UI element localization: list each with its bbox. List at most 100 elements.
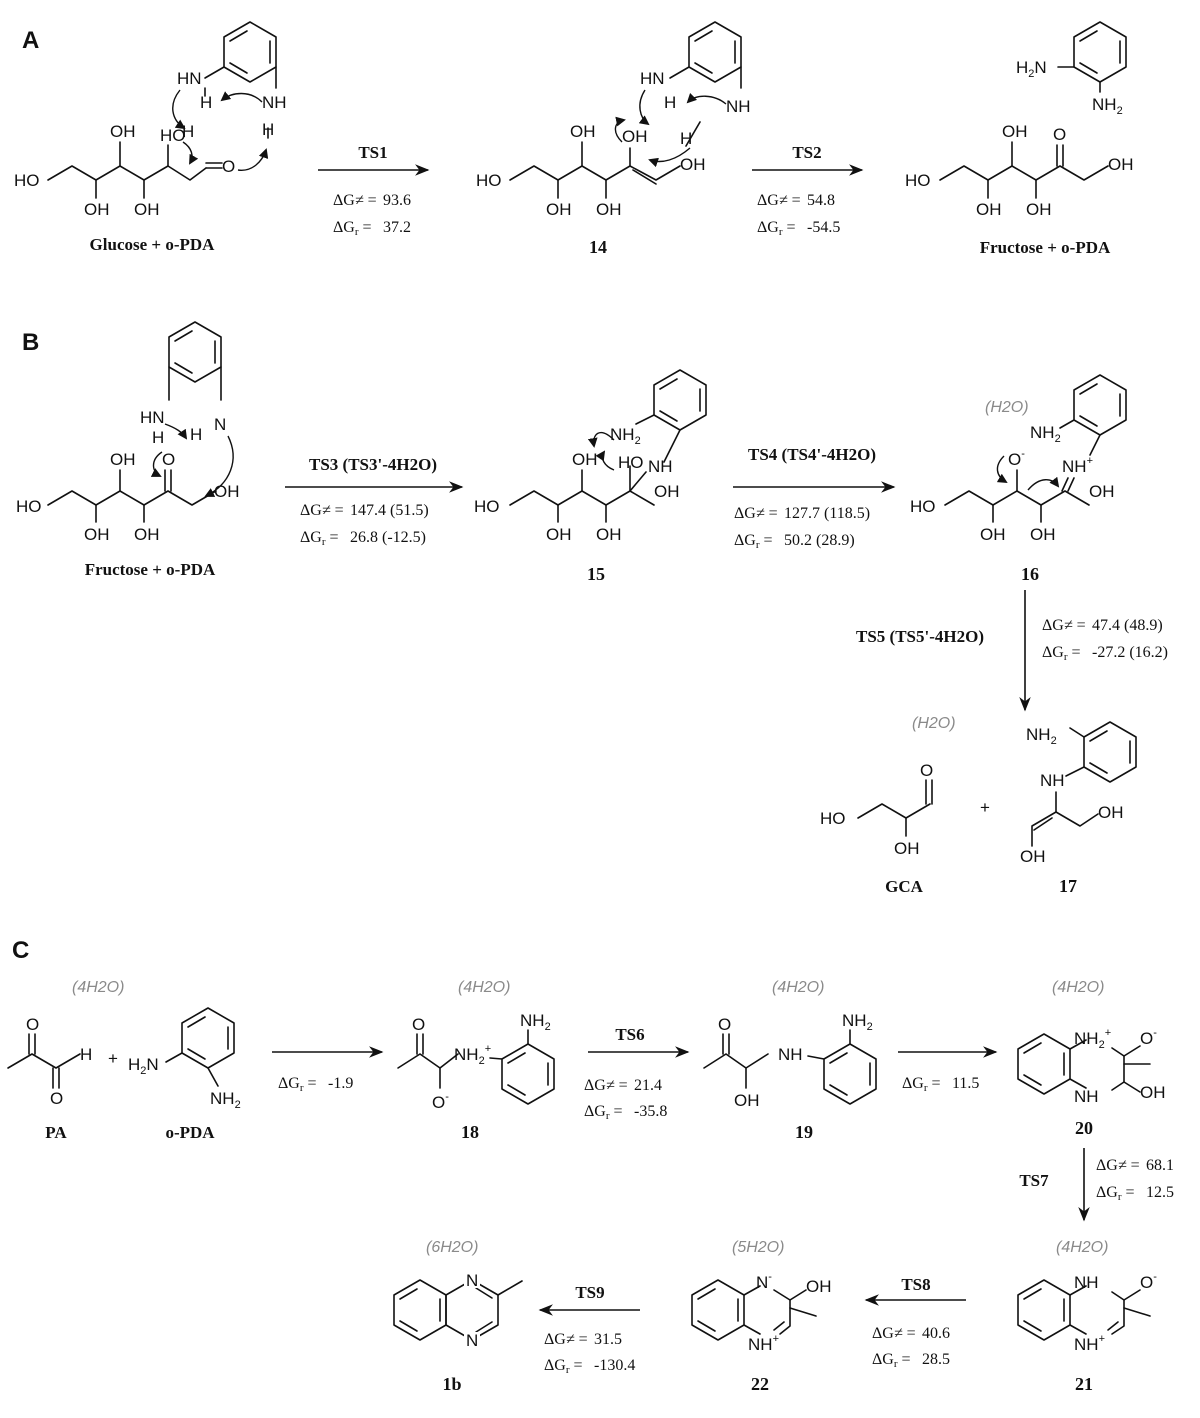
compound-15-label: 15 bbox=[587, 564, 605, 584]
svg-text:OH: OH bbox=[84, 525, 110, 544]
svg-text:NH2: NH2 bbox=[1030, 423, 1061, 445]
compound-17-label: 17 bbox=[1059, 876, 1077, 896]
svg-text:HO: HO bbox=[16, 497, 42, 516]
svg-text:OH: OH bbox=[980, 525, 1006, 544]
ts9-dg-r-prefix: ΔGr = bbox=[544, 1357, 583, 1376]
ts1-dg-act: 93.6 bbox=[383, 192, 411, 209]
svg-text:NH+: NH+ bbox=[748, 1333, 779, 1354]
svg-text:N: N bbox=[214, 415, 226, 434]
solvent-note-16: (H2O) bbox=[985, 399, 1029, 416]
svg-text:OH: OH bbox=[654, 482, 680, 501]
solvent-note-pa: (4H2O) bbox=[72, 979, 124, 996]
svg-text:O-: O- bbox=[1008, 448, 1025, 469]
svg-text:HN: HN bbox=[640, 69, 665, 88]
fructose-opda-label-a: Fructose + o-PDA bbox=[980, 238, 1111, 257]
svg-text:HO: HO bbox=[476, 171, 502, 190]
panel-letter-b: B bbox=[22, 329, 39, 356]
svg-text:OH: OH bbox=[894, 839, 920, 858]
svg-text:NH+: NH+ bbox=[1074, 1333, 1105, 1354]
svg-text:O: O bbox=[1053, 125, 1066, 144]
svg-text:NH2+: NH2+ bbox=[1074, 1027, 1111, 1051]
ts8-dg-act: 40.6 bbox=[922, 1325, 950, 1342]
ts1-dg-r-prefix: ΔGr = bbox=[333, 219, 372, 238]
ts5-dg-act: 47.4 (48.9) bbox=[1092, 617, 1163, 634]
ts2-dg-r: -54.5 bbox=[807, 219, 840, 236]
svg-text:OH: OH bbox=[1108, 155, 1134, 174]
svg-text:NH2: NH2 bbox=[842, 1011, 873, 1033]
ts2-label: TS2 bbox=[792, 143, 821, 162]
svg-text:OH: OH bbox=[1098, 803, 1124, 822]
ts3-label: TS3 (TS3'-4H2O) bbox=[309, 455, 437, 474]
ts4-dg-r-prefix: ΔGr = bbox=[734, 532, 773, 551]
plus-sign-b: + bbox=[980, 798, 990, 817]
svg-text:HO: HO bbox=[910, 497, 936, 516]
pa-label: PA bbox=[45, 1123, 67, 1142]
compound-1b-structure: N N bbox=[393, 1271, 523, 1350]
svg-text:OH: OH bbox=[214, 482, 240, 501]
svg-text:HO: HO bbox=[820, 809, 846, 828]
solvent-note-21: (4H2O) bbox=[1056, 1239, 1108, 1256]
svg-text:O: O bbox=[920, 761, 933, 780]
svg-text:HO: HO bbox=[14, 171, 40, 190]
svg-text:OH: OH bbox=[596, 525, 622, 544]
ts3-dg-r: 26.8 (-12.5) bbox=[350, 529, 426, 546]
svg-text:OH: OH bbox=[596, 200, 622, 219]
compound-18-label: 18 bbox=[461, 1122, 479, 1142]
svg-text:NH2+: NH2+ bbox=[454, 1043, 491, 1067]
svg-text:HO: HO bbox=[160, 126, 186, 145]
opda-structure-c: H2N NH2 bbox=[128, 1007, 241, 1111]
solvent-note-20: (4H2O) bbox=[1052, 979, 1104, 996]
svg-text:HN: HN bbox=[177, 69, 202, 88]
svg-text:NH: NH bbox=[1074, 1087, 1099, 1106]
svg-text:OH: OH bbox=[546, 200, 572, 219]
svg-text:NH2: NH2 bbox=[1026, 725, 1057, 747]
compound-20-label: 20 bbox=[1075, 1118, 1093, 1138]
svg-text:OH: OH bbox=[1140, 1083, 1166, 1102]
c3-dg-r: 11.5 bbox=[952, 1075, 979, 1092]
svg-text:OH: OH bbox=[570, 122, 596, 141]
ts7-dg-r-prefix: ΔGr = bbox=[1096, 1184, 1135, 1203]
ts6-dg-r-prefix: ΔGr = bbox=[584, 1103, 623, 1122]
intermediate-15-structure: NH2 NH HO OH HO OH OH OH bbox=[474, 369, 707, 544]
svg-text:HN: HN bbox=[140, 408, 165, 427]
ts6-dg-act-prefix: ΔG≠ = bbox=[584, 1077, 628, 1094]
compound-20-structure: NH2+ NH O- OH bbox=[1017, 1027, 1166, 1106]
panel-letter-a: A bbox=[22, 27, 39, 54]
svg-text:OH: OH bbox=[1030, 525, 1056, 544]
compound-19-label: 19 bbox=[795, 1122, 813, 1142]
ts9-dg-act-prefix: ΔG≠ = bbox=[544, 1331, 588, 1348]
compound-1b-label: 1b bbox=[442, 1374, 461, 1394]
fructose-opda-label-b: Fructose + o-PDA bbox=[85, 560, 216, 579]
glucose-opda-label: Glucose + o-PDA bbox=[90, 235, 216, 254]
ts9-dg-act: 31.5 bbox=[594, 1331, 622, 1348]
ts4-dg-r: 50.2 (28.9) bbox=[784, 532, 855, 549]
svg-text:H: H bbox=[664, 93, 676, 112]
compound-21-structure: NH NH+ O- bbox=[1017, 1271, 1157, 1354]
svg-text:O-: O- bbox=[1140, 1027, 1157, 1048]
ts9-label: TS9 bbox=[575, 1283, 604, 1302]
svg-text:OH: OH bbox=[1020, 847, 1046, 866]
svg-text:O: O bbox=[50, 1089, 63, 1108]
svg-text:O: O bbox=[412, 1015, 425, 1034]
svg-text:OH: OH bbox=[1089, 482, 1115, 501]
svg-text:NH2: NH2 bbox=[610, 425, 641, 447]
svg-text:OH: OH bbox=[84, 200, 110, 219]
compound-18-structure: O O- NH2+ NH2 bbox=[397, 1011, 555, 1112]
svg-text:NH: NH bbox=[726, 97, 751, 116]
svg-text:NH: NH bbox=[1040, 771, 1065, 790]
panel-letter-c: C bbox=[12, 937, 29, 964]
svg-text:NH: NH bbox=[778, 1045, 803, 1064]
compound-22-label: 22 bbox=[751, 1374, 769, 1394]
ts8-dg-r-prefix: ΔGr = bbox=[872, 1351, 911, 1370]
ts5-dg-act-prefix: ΔG≠ = bbox=[1042, 617, 1086, 634]
svg-text:H: H bbox=[182, 122, 194, 141]
svg-text:OH: OH bbox=[546, 525, 572, 544]
opda-label-c: o-PDA bbox=[165, 1123, 215, 1142]
c1-dg-r: -1.9 bbox=[328, 1075, 353, 1092]
svg-text:OH: OH bbox=[134, 525, 160, 544]
svg-text:OH: OH bbox=[110, 122, 136, 141]
compound-16-label: 16 bbox=[1021, 564, 1039, 584]
svg-text:NH2: NH2 bbox=[210, 1089, 241, 1111]
solvent-note-gca: (H2O) bbox=[912, 715, 956, 732]
